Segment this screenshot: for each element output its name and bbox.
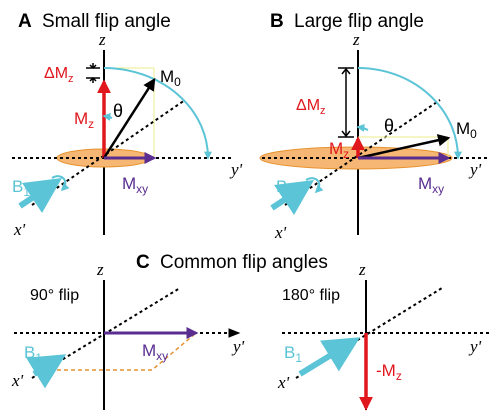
panel-a-theta-arc: [102, 112, 113, 121]
panel-c-left-z-label: z: [96, 260, 104, 279]
panel-b-y-label: y': [468, 160, 482, 179]
panel-a-z-label: z: [98, 30, 106, 49]
panel-c-right-x-axis: [295, 287, 443, 379]
panel-a-x-label: x': [13, 220, 26, 239]
panel-b-m0-vector: [357, 134, 451, 160]
panel-c-left-b1-label: B1: [24, 343, 42, 365]
panel-a-b1-rotation-icon: [51, 175, 70, 192]
panel-b: B Large flip angle z y' x' ΔMz θ Mz M0: [259, 11, 488, 242]
panel-c-letter: C: [136, 252, 150, 273]
panel-a-delta-label: ΔMz: [44, 65, 74, 85]
panel-a-theta-label: θ: [113, 101, 123, 121]
panel-b-b1-vector: [270, 180, 314, 215]
panel-a-letter: A: [18, 11, 32, 32]
panel-c-right-mz-label: -Mz: [376, 361, 402, 383]
panel-b-flip-arc: [357, 67, 462, 160]
panel-b-b1-label: B1: [276, 177, 294, 199]
panel-c-left-label: 90° flip: [30, 287, 79, 304]
panel-c-left-y-label: y': [231, 337, 245, 356]
panel-b-title: Large flip angle: [294, 11, 424, 32]
panel-c-title: Common flip angles: [160, 252, 328, 273]
panel-c-right-label: 180° flip: [282, 287, 340, 304]
panel-b-delta-label: ΔMz: [296, 97, 326, 117]
panel-a-mz-label: Mz: [74, 109, 94, 131]
panel-c-right-z-label: z: [358, 260, 366, 279]
panel-a-b1-vector: [18, 178, 62, 213]
panel-a: A Small flip angle z y' x' ΔMz Mz M0 θ: [12, 11, 243, 239]
panel-a-flip-arc: [103, 67, 212, 160]
panel-a-mxy-label: Mxy: [122, 174, 148, 196]
panel-c-left-mxy-label: Mxy: [142, 341, 168, 363]
panel-b-delta-arrows: [341, 67, 351, 138]
panel-b-mz-label: Mz: [329, 139, 349, 161]
panel-c-right-y-label: y': [468, 337, 482, 356]
panel-b-x-label: x': [274, 223, 287, 242]
panel-c-right-b1-vector: [298, 337, 361, 377]
panel-c: C Common flip angles 90° flip z y' x' Mx…: [11, 252, 490, 411]
panel-a-title: Small flip angle: [42, 11, 171, 32]
panel-c-right-x-label: x': [277, 373, 290, 392]
panel-a-m0-vector: [102, 77, 156, 159]
panel-b-letter: B: [270, 11, 284, 32]
panel-a-delta-arrows: [89, 63, 97, 83]
panel-c-left-b1-vector: [26, 354, 67, 389]
panel-a-y-label: y': [229, 160, 243, 179]
panel-b-theta-label: θ: [384, 116, 394, 136]
panel-b-m0-label: M0: [456, 119, 477, 141]
panel-c-left-x-label: x': [11, 371, 24, 390]
panel-b-theta-arc: [356, 123, 369, 132]
panel-a-b1-label: B1: [12, 177, 30, 199]
panel-c-180-flip: 180° flip z y' x' -Mz B1: [277, 260, 490, 411]
panel-c-right-b1-label: B1: [284, 343, 302, 365]
panel-a-m0-label: M0: [160, 67, 181, 89]
panel-c-90-flip: 90° flip z y' x' Mxy B1: [11, 260, 245, 410]
panel-b-mxy-label: Mxy: [418, 174, 444, 196]
panel-b-z-label: z: [352, 30, 360, 49]
panel-c-left-projection: [50, 332, 197, 371]
panel-b-b1-rotation-icon: [305, 177, 324, 194]
